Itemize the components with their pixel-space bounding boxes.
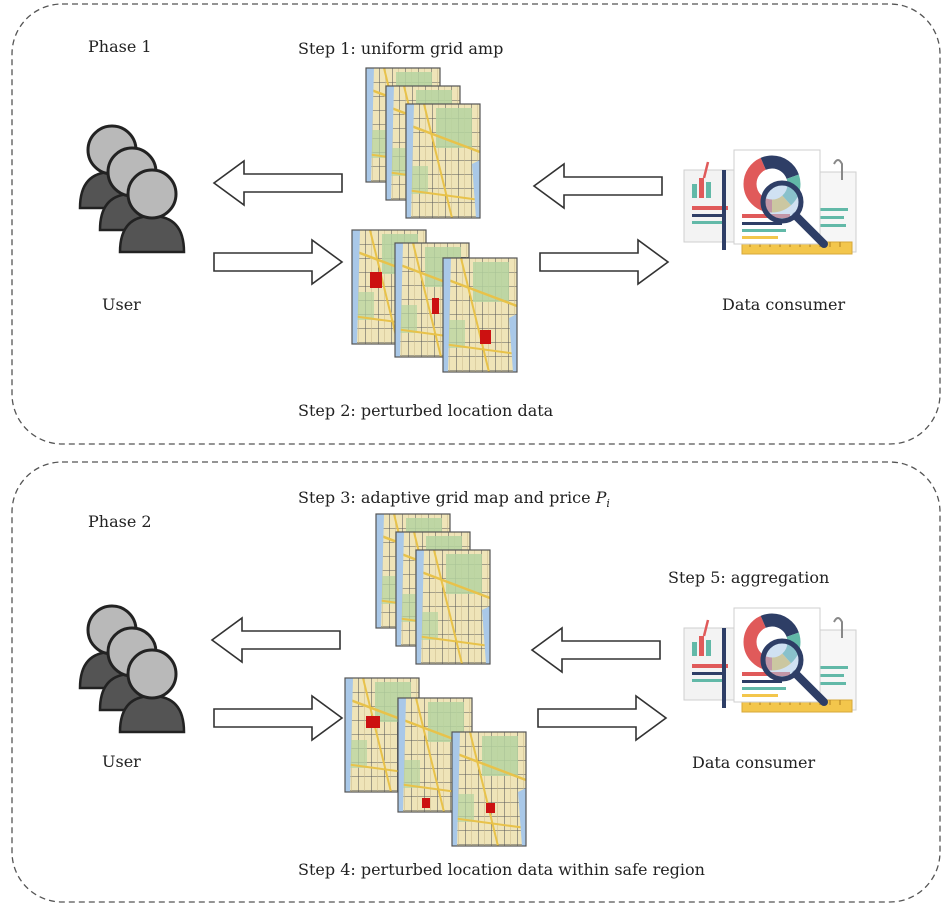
adaptive-grid-map-icon <box>374 512 492 666</box>
perturbed-cell-marker <box>486 803 495 813</box>
step-5-caption: Step 5: aggregation <box>668 568 829 587</box>
uniform-grid-map-icon <box>364 66 482 220</box>
perturbed-cell-marker <box>432 298 439 314</box>
step-2-caption: Step 2: perturbed location data <box>298 401 554 420</box>
step-1-caption: Step 1: uniform grid amp <box>298 39 503 58</box>
phase-2-panel: Step 3: adaptive grid map and price Pi P… <box>11 461 941 903</box>
arrow-map-to-consumer <box>537 695 667 741</box>
phase-1-panel: Phase 1 Step 1: uniform grid amp User <box>11 3 941 445</box>
arrow-map-to-consumer <box>539 239 669 285</box>
phase-1-title: Phase 1 <box>88 37 152 56</box>
step-4-caption: Step 4: perturbed location data within s… <box>298 860 705 879</box>
data-consumer-label: Data consumer <box>692 753 815 772</box>
arrow-consumer-to-map <box>531 627 661 673</box>
phase-1-frame <box>11 3 941 445</box>
arrow-user-to-map <box>213 239 343 285</box>
arrow-map-to-user <box>213 160 343 206</box>
perturbed-cell-marker <box>370 272 382 288</box>
arrow-consumer-to-map <box>533 163 663 209</box>
phase-2-frame <box>11 461 941 903</box>
user-group-icon <box>78 604 186 734</box>
arrow-map-to-user <box>211 617 341 663</box>
perturbed-cell-marker <box>366 716 380 728</box>
arrow-user-to-map <box>213 695 343 741</box>
data-consumer-label: Data consumer <box>722 295 845 314</box>
price-subscript: i <box>606 497 610 510</box>
phase-2-title: Phase 2 <box>88 512 152 531</box>
safe-region-perturbed-map-icon <box>343 676 528 848</box>
step-3-caption: Step 3: adaptive grid map and price Pi <box>298 488 610 510</box>
user-label: User <box>102 752 141 771</box>
perturbed-location-map-icon <box>350 228 519 374</box>
perturbed-cell-marker <box>422 798 430 808</box>
user-label: User <box>102 295 141 314</box>
price-symbol: P <box>595 488 607 507</box>
user-group-icon <box>78 124 186 254</box>
data-consumer-icon <box>684 608 856 712</box>
perturbed-cell-marker <box>480 330 491 344</box>
data-consumer-icon <box>684 150 856 254</box>
